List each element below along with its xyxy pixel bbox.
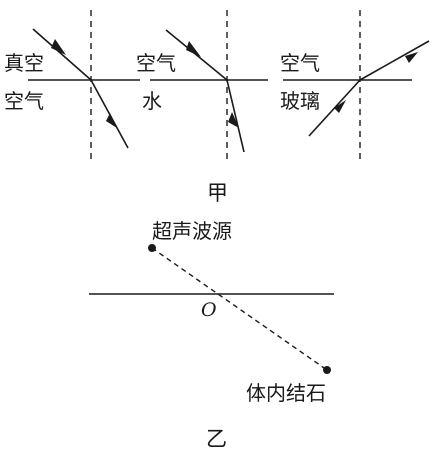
point-o-label: O bbox=[201, 299, 217, 321]
figure-caption-jia: 甲 bbox=[207, 181, 228, 205]
refracted-arrow-icon bbox=[405, 52, 418, 63]
incident-ray bbox=[165, 29, 228, 81]
panel-air-water: 空气 水 bbox=[136, 10, 268, 160]
source-label: 超声波源 bbox=[152, 219, 232, 243]
figure-yi: 超声波源 O 体内结石 乙 bbox=[89, 219, 334, 451]
target-label: 体内结石 bbox=[246, 381, 326, 405]
incident-ray bbox=[32, 28, 92, 81]
refracted-ray bbox=[226, 79, 245, 153]
figure-jia: 真空 空气 空气 水 空气 玻璃 甲 bbox=[4, 10, 430, 205]
lower-medium-label: 空气 bbox=[4, 89, 44, 113]
upper-medium-label: 真空 bbox=[4, 51, 44, 75]
incident-arrow-icon bbox=[51, 39, 66, 55]
figure-caption-yi: 乙 bbox=[206, 427, 227, 451]
refracted-arrow-icon bbox=[106, 113, 117, 128]
upper-medium-label: 空气 bbox=[136, 51, 176, 75]
incident-arrow-icon bbox=[334, 100, 346, 113]
lower-medium-label: 玻璃 bbox=[280, 89, 320, 113]
panel-air-glass: 空气 玻璃 bbox=[280, 10, 430, 160]
ultrasound-path bbox=[151, 247, 328, 371]
incident-arrow-icon bbox=[186, 41, 201, 57]
refracted-arrow-icon bbox=[228, 112, 239, 128]
lower-medium-label: 水 bbox=[142, 89, 162, 113]
panel-vacuum-air: 真空 空气 bbox=[4, 10, 140, 160]
target-point bbox=[323, 366, 331, 374]
refracted-ray bbox=[359, 40, 430, 81]
upper-medium-label: 空气 bbox=[280, 51, 320, 75]
